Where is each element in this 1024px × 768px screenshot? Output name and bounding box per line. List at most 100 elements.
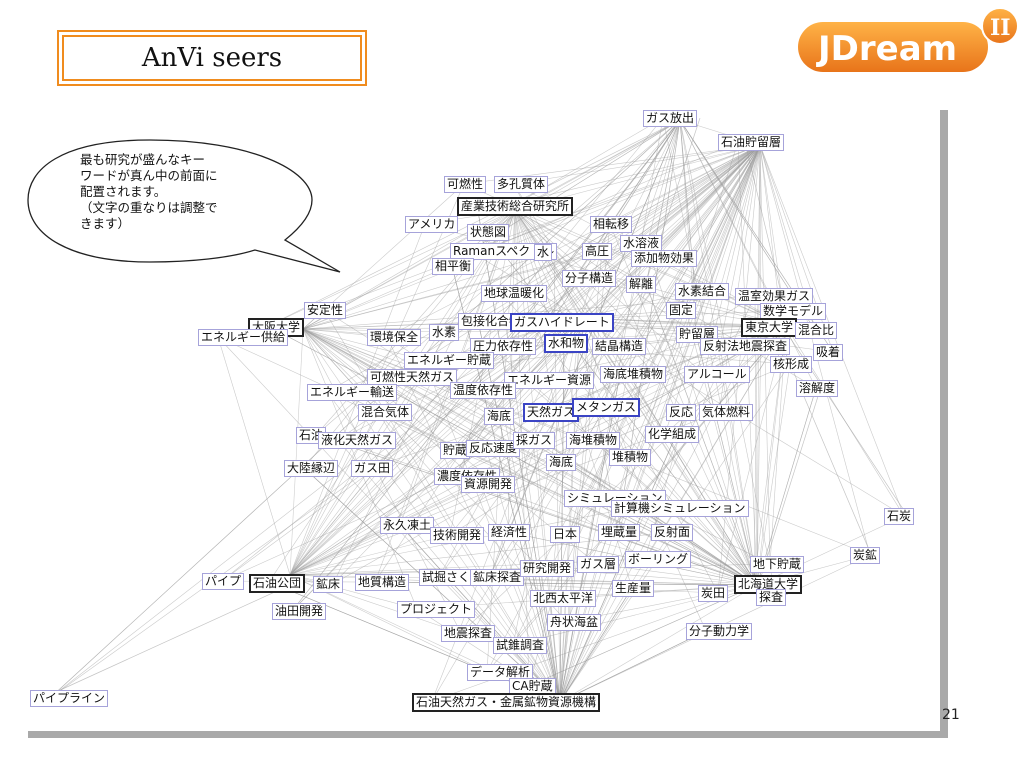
keyword-node-n37[interactable]: エネルギー貯蔵	[404, 352, 495, 369]
keyword-node-n22[interactable]: 包接化合物	[458, 313, 525, 330]
keyword-node-n13[interactable]: 相平衡	[432, 258, 475, 275]
keyword-node-n76[interactable]: 石油公団	[249, 574, 306, 593]
keyword-node-n55[interactable]: 採ガス	[513, 432, 556, 449]
keyword-node-n85[interactable]: 生産量	[612, 580, 655, 597]
keyword-node-n80[interactable]: 鉱床探査	[470, 569, 525, 586]
keyword-node-n5[interactable]: アメリカ	[405, 216, 459, 233]
keyword-node-n61[interactable]: 堆積物	[609, 449, 652, 466]
keyword-node-n66[interactable]: 石炭	[884, 508, 915, 525]
keyword-node-n6[interactable]: 状態図	[467, 224, 510, 241]
keyword-node-n90[interactable]: プロジェクト	[397, 601, 476, 618]
keyword-node-n74[interactable]: 地下貯蔵	[750, 556, 805, 573]
keyword-node-n73[interactable]: 炭鉱	[850, 547, 881, 564]
keyword-node-n91[interactable]: 舟状海盆	[547, 614, 602, 631]
keyword-node-n81[interactable]: 研究開発	[520, 560, 575, 577]
keyword-node-n72[interactable]: 反射面	[651, 524, 694, 541]
keyword-node-n96[interactable]: CA貯蔵	[509, 678, 556, 695]
keyword-node-n4[interactable]: 産業技術総合研究所	[457, 197, 574, 216]
panel-shadow-bottom	[28, 731, 948, 738]
keyword-node-n98[interactable]: パイプライン	[30, 690, 109, 707]
logo-badge-text: II	[990, 15, 1011, 41]
keyword-node-n65[interactable]: 計算機シミュレーション	[611, 500, 749, 517]
keyword-node-n23[interactable]: ガスハイドレート	[510, 313, 614, 332]
keyword-node-n68[interactable]: 技術開発	[430, 527, 485, 544]
keyword-node-n25[interactable]: 東京大学	[741, 318, 798, 337]
keyword-node-n77[interactable]: 鉱床	[313, 576, 344, 593]
edge-431	[579, 144, 761, 319]
keyword-node-n79[interactable]: 試掘さく	[419, 569, 474, 586]
edge-369	[460, 144, 761, 634]
keyword-node-n82[interactable]: ガス層	[577, 556, 620, 573]
keyword-node-n86[interactable]: 炭田	[698, 585, 729, 602]
keyword-node-n83[interactable]: ボーリング	[625, 551, 692, 568]
keyword-node-n32[interactable]: 結晶構造	[592, 338, 647, 355]
keyword-node-n71[interactable]: 埋蔵量	[598, 524, 641, 541]
keyword-node-n45[interactable]: 混合気体	[358, 404, 413, 421]
keyword-node-n26[interactable]: 混合比	[795, 322, 838, 339]
keyword-node-n58[interactable]: 大陸縁辺	[284, 460, 339, 477]
keyword-node-n7[interactable]: 相転移	[590, 216, 633, 233]
keyword-node-n40[interactable]: 海底堆積物	[600, 366, 667, 383]
keyword-node-n18[interactable]: 温室効果ガス	[735, 288, 814, 305]
keyword-node-n3[interactable]: 多孔質体	[494, 176, 549, 193]
slide-title: AnVi seers	[62, 35, 362, 81]
keyword-node-n47[interactable]: 天然ガス	[523, 403, 580, 422]
keyword-node-n14[interactable]: 分子構造	[562, 270, 617, 287]
keyword-node-n88[interactable]: 北西太平洋	[530, 590, 597, 607]
keyword-node-n28[interactable]: 環境保全	[367, 329, 422, 346]
keyword-node-n63[interactable]: 資源開発	[461, 476, 516, 493]
keyword-node-n78[interactable]: 地質構造	[355, 574, 410, 591]
keyword-node-n8[interactable]: Ramanスペクトル	[450, 243, 558, 260]
keyword-node-n2[interactable]: 可燃性	[444, 176, 487, 193]
keyword-node-n60[interactable]: 海底	[546, 454, 577, 471]
keyword-node-n70[interactable]: 日本	[550, 526, 581, 543]
keyword-node-n42[interactable]: 溶解度	[796, 380, 839, 397]
keyword-node-n15[interactable]: 解離	[626, 276, 657, 293]
keyword-node-n59[interactable]: ガス田	[351, 460, 394, 477]
keyword-node-n39[interactable]: エネルギー資源	[504, 372, 595, 389]
keyword-node-n27[interactable]: エネルギー供給	[198, 329, 289, 346]
keyword-node-n21[interactable]: 固定	[666, 302, 697, 319]
edge-402	[289, 144, 761, 576]
keyword-node-n0[interactable]: ガス放出	[643, 110, 698, 127]
keyword-node-n67[interactable]: 永久凍土	[380, 517, 435, 534]
keyword-node-n31[interactable]: 水和物	[544, 334, 589, 353]
keyword-node-n56[interactable]: 海堆積物	[566, 432, 621, 449]
keyword-node-n49[interactable]: 反応	[666, 404, 697, 421]
keyword-node-n92[interactable]: 地震探査	[441, 625, 496, 642]
keyword-node-n30[interactable]: 圧力依存性	[470, 338, 537, 355]
keyword-node-n43[interactable]: エネルギー輸送	[307, 384, 398, 401]
keyword-node-n94[interactable]: 分子動力学	[686, 623, 753, 640]
keyword-node-n1[interactable]: 石油貯留層	[718, 134, 785, 151]
keyword-node-n50[interactable]: 気体燃料	[699, 404, 754, 421]
keyword-node-n29[interactable]: 水素	[429, 324, 460, 341]
keyword-node-n46[interactable]: 海底	[484, 408, 515, 425]
keyword-node-n34[interactable]: 反射法地震探査	[700, 338, 791, 355]
logo-pill	[798, 22, 988, 72]
keyword-node-n48[interactable]: メタンガス	[572, 398, 641, 417]
keyword-node-n16[interactable]: 地球温暖化	[481, 285, 548, 302]
keyword-node-n53[interactable]: 貯蔵	[440, 442, 471, 459]
keyword-node-n35[interactable]: 吸着	[813, 344, 844, 361]
keyword-node-n9[interactable]: 水	[534, 244, 553, 261]
keyword-node-n19[interactable]: 安定性	[304, 302, 347, 319]
keyword-node-n69[interactable]: 経済性	[488, 524, 531, 541]
keyword-node-n87[interactable]: 探査	[756, 589, 787, 606]
keyword-node-n97[interactable]: 石油天然ガス・金属鉱物資源機構	[412, 693, 601, 712]
keyword-node-n54[interactable]: 反応速度	[466, 440, 521, 457]
keyword-node-n10[interactable]: 高圧	[582, 243, 613, 260]
keyword-node-n41[interactable]: アルコール	[684, 366, 750, 383]
keyword-node-n93[interactable]: 試錐調査	[493, 637, 548, 654]
keyword-node-n17[interactable]: 水素結合	[675, 283, 730, 300]
keyword-node-n12[interactable]: 添加物効果	[631, 250, 698, 267]
keyword-node-n38[interactable]: 可燃性天然ガス	[367, 369, 458, 386]
keyword-node-n89[interactable]: 油田開発	[272, 603, 327, 620]
keyword-node-n75[interactable]: パイプ	[202, 573, 245, 590]
keyword-node-n52[interactable]: 液化天然ガス	[318, 432, 397, 449]
keyword-node-n44[interactable]: 温度依存性	[450, 382, 517, 399]
edge-321	[489, 144, 761, 578]
keyword-node-n95[interactable]: データ解析	[467, 664, 534, 681]
keyword-node-n36[interactable]: 核形成	[770, 356, 813, 373]
edge-4	[737, 141, 758, 586]
keyword-node-n57[interactable]: 化学組成	[645, 426, 700, 443]
